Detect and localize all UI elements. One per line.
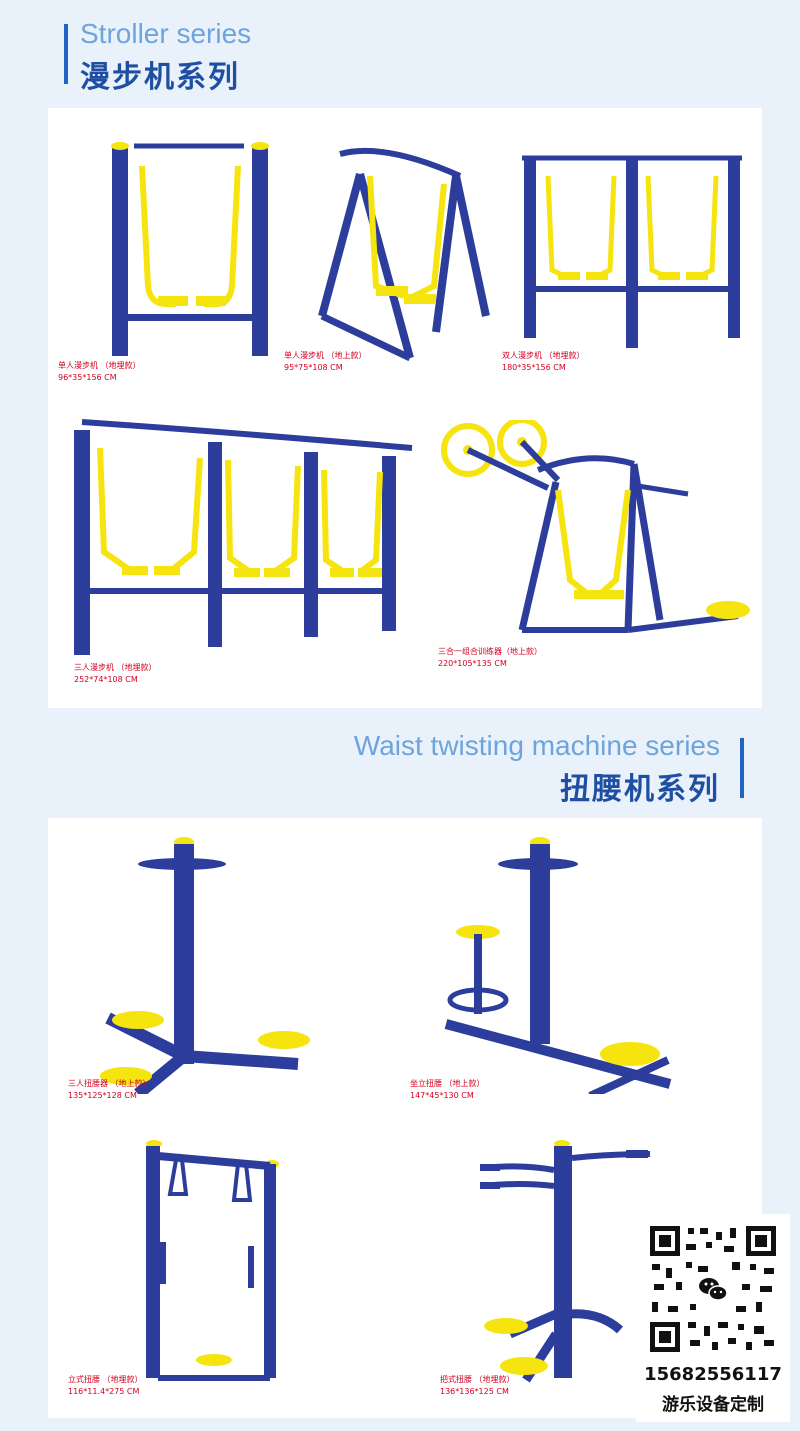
combo-trainer-image <box>441 420 750 633</box>
wechat-icon <box>699 1278 728 1301</box>
stroller-section-title: Stroller series 漫步机系列 <box>64 18 364 95</box>
standing-twister-image <box>146 1140 279 1381</box>
qr-code[interactable] <box>646 1222 780 1356</box>
product-three-in-one-trainer[interactable]: 三合一组合训练器（地上款） 220*105*135 CM <box>438 420 758 700</box>
product-name: 三人扭腰器 （地上款） <box>68 1079 151 1088</box>
product-name: 单人漫步机 （地上款） <box>284 351 367 360</box>
title-accent-bar <box>740 738 744 798</box>
sit-stand-twister-image <box>444 837 672 1094</box>
product-name: 坐立扭腰 （地上款） <box>410 1079 485 1088</box>
product-size: 220*105*135 CM <box>438 659 507 668</box>
product-size: 252*74*108 CM <box>74 675 138 684</box>
product-size: 95*75*108 CM <box>284 363 343 372</box>
stroller-title-en: Stroller series <box>80 18 252 49</box>
waist-title-cn: 扭腰机系列 <box>560 772 720 807</box>
product-single-stroller-ground[interactable]: 单人漫步机 （地上款） 95*75*108 CM <box>284 136 504 386</box>
contact-phone[interactable]: 15682556117 <box>644 1364 782 1385</box>
product-triple-stroller-buried[interactable]: 三人漫步机 （地埋款） 252*74*108 CM <box>68 412 418 702</box>
product-name: 把式扭腰 （地埋款） <box>440 1375 515 1384</box>
waist-section-title: Waist twisting machine series 扭腰机系列 <box>354 728 750 807</box>
double-stroller-image <box>522 155 742 348</box>
title-accent-bar <box>64 24 68 84</box>
product-size: 147*45*130 CM <box>410 1091 474 1100</box>
single-stroller-ground-image <box>318 147 490 362</box>
product-single-stroller-buried[interactable]: 单人漫步机 （地埋款） 96*35*156 CM <box>56 136 286 396</box>
product-name: 三合一组合训练器（地上款） <box>438 647 542 656</box>
three-person-twister-image <box>100 837 310 1094</box>
product-standing-twister[interactable]: 立式扭腰 （地埋款） 116*11.4*275 CM <box>68 1134 368 1410</box>
product-sit-stand-twister[interactable]: 坐立扭腰 （地上款） 147*45*130 CM <box>410 834 730 1114</box>
product-three-person-twister[interactable]: 三人扭腰器 （地上款） 135*125*128 CM <box>68 834 368 1114</box>
contact-slogan: 游乐设备定制 <box>662 1395 764 1415</box>
product-name: 三人漫步机 （地埋款） <box>74 663 157 672</box>
product-name: 单人漫步机 （地埋款） <box>58 361 141 370</box>
product-size: 180*35*156 CM <box>502 363 566 372</box>
product-name: 立式扭腰 （地埋款） <box>68 1375 143 1384</box>
product-double-stroller-buried[interactable]: 双人漫步机 （地埋款） 180*35*156 CM <box>502 146 752 386</box>
stroller-panel: 单人漫步机 （地埋款） 96*35*156 CM 单人漫步机 （地上款） 95*… <box>48 108 762 708</box>
product-size: 135*125*128 CM <box>68 1091 137 1100</box>
product-name: 双人漫步机 （地埋款） <box>502 351 585 360</box>
handle-twister-image <box>480 1140 651 1383</box>
triple-stroller-image <box>74 419 413 655</box>
stroller-title-cn: 漫步机系列 <box>80 60 240 95</box>
qr-contact-box[interactable]: 15682556117 游乐设备定制 <box>636 1214 790 1422</box>
product-size: 116*11.4*275 CM <box>68 1387 140 1396</box>
product-handle-twister[interactable]: 把式扭腰 （地埋款） 136*136*125 CM <box>440 1134 660 1410</box>
single-stroller-image <box>111 142 269 356</box>
waist-title-en: Waist twisting machine series <box>353 730 720 761</box>
product-size: 136*136*125 CM <box>440 1387 509 1396</box>
product-size: 96*35*156 CM <box>58 373 117 382</box>
